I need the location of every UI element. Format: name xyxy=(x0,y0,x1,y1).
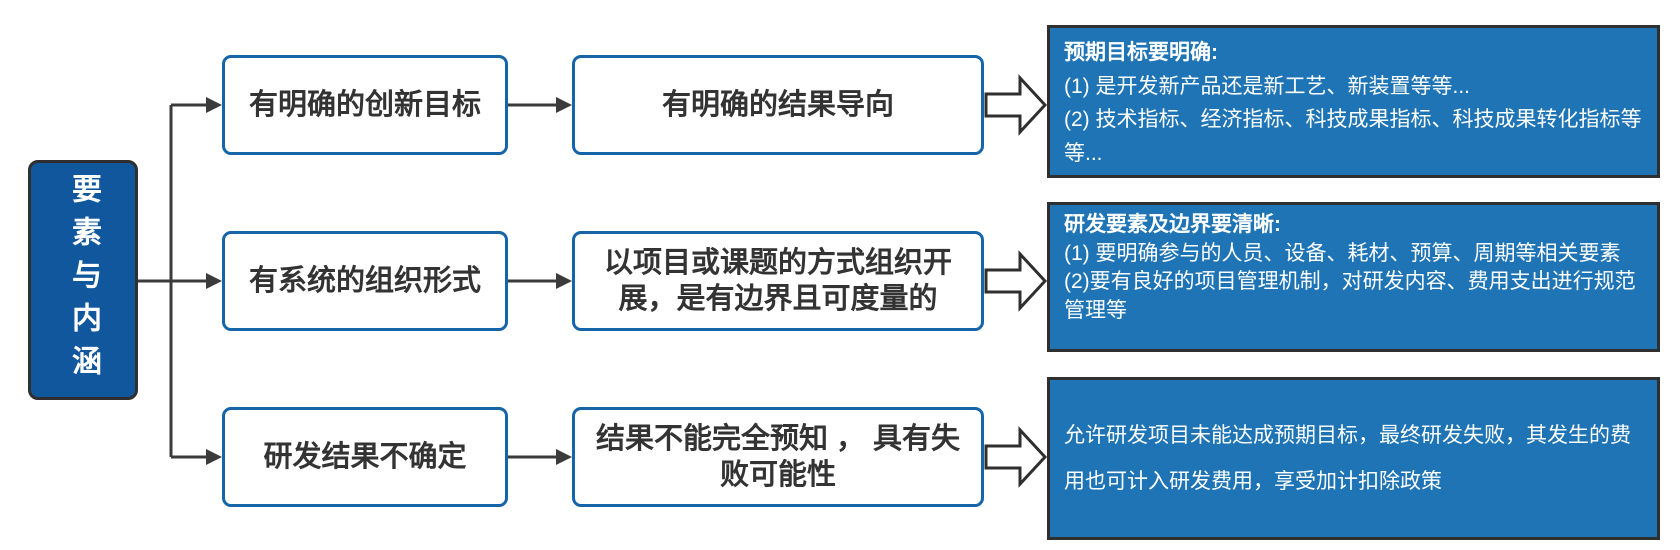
branch-arrowhead-icon-3 xyxy=(206,449,222,465)
detail-title-1: 预期目标要明确: xyxy=(1064,41,1218,64)
detail-line: 允许研发项目未能达成预期目标，最终研发失败，其发生的费用也可计入研发费用，享受加… xyxy=(1064,424,1631,493)
detail-line: (2) 技术指标、经济指标、科技成果指标、科技成果转化指标等等... xyxy=(1064,108,1642,165)
root-label: 要素与内涵 xyxy=(67,172,100,388)
link-arrowhead-icon-1 xyxy=(556,97,572,113)
block-arrow-icon-1 xyxy=(984,74,1048,136)
result-label-3: 结果不能完全预知 ， 具有失败可能性 xyxy=(595,422,961,491)
result-box-3: 结果不能完全预知 ， 具有失败可能性 xyxy=(572,407,984,507)
branch-arrowhead-icon-2 xyxy=(206,273,222,289)
detail-line: (1) 要明确参与的人员、设备、耗材、预算、周期等相关要素 xyxy=(1064,241,1621,265)
root-node: 要素与内涵 xyxy=(28,160,138,400)
detail-panel-2: 研发要素及边界要清晰: (1) 要明确参与的人员、设备、耗材、预算、周期等相关要… xyxy=(1047,202,1660,352)
result-label-1: 有明确的结果导向 xyxy=(661,88,894,121)
result-label-2: 以项目或课题的方式组织开展，是有边界且可度量的 xyxy=(603,246,952,315)
detail-panel-1: 预期目标要明确: (1) 是开发新产品还是新工艺、新装置等等... (2) 技术… xyxy=(1047,25,1660,178)
feature-box-1: 有明确的创新目标 xyxy=(222,55,508,155)
result-box-1: 有明确的结果导向 xyxy=(572,55,984,155)
block-arrow-icon-2 xyxy=(984,250,1048,312)
link-arrowhead-icon-3 xyxy=(556,449,572,465)
link-arrowhead-icon-2 xyxy=(556,273,572,289)
detail-panel-3: 允许研发项目未能达成预期目标，最终研发失败，其发生的费用也可计入研发费用，享受加… xyxy=(1047,377,1660,540)
feature-label-3: 研发结果不确定 xyxy=(263,440,467,473)
feature-label-1: 有明确的创新目标 xyxy=(248,88,481,121)
feature-box-3: 研发结果不确定 xyxy=(222,407,508,507)
feature-label-2: 有系统的组织形式 xyxy=(248,264,481,297)
branch-arrowhead-icon-1 xyxy=(206,97,222,113)
detail-line: (2)要有良好的项目管理机制，对研发内容、费用支出进行规范管理等 xyxy=(1064,270,1636,322)
feature-box-2: 有系统的组织形式 xyxy=(222,231,508,331)
detail-title-2: 研发要素及边界要清晰: xyxy=(1064,213,1281,236)
detail-line: (1) 是开发新产品还是新工艺、新装置等等... xyxy=(1064,74,1471,98)
result-box-2: 以项目或课题的方式组织开展，是有边界且可度量的 xyxy=(572,231,984,331)
block-arrow-icon-3 xyxy=(984,426,1048,488)
